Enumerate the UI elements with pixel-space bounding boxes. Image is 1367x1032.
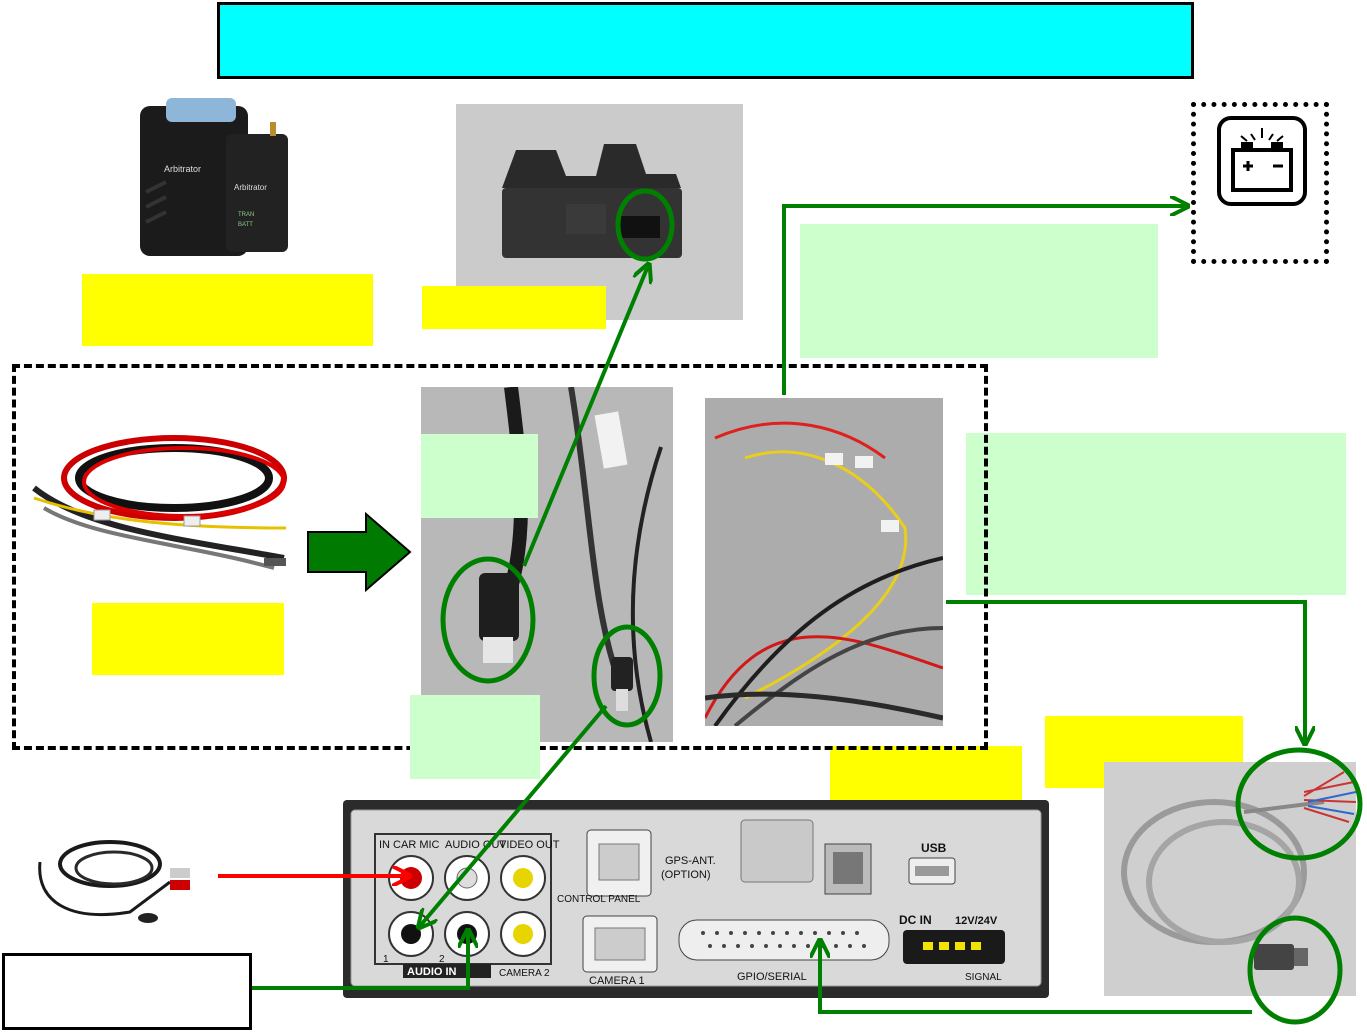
serial-cable-photo [1104, 762, 1356, 996]
usb-label: USB [921, 841, 947, 855]
gpio-serial-label: GPIO/SERIAL [737, 971, 807, 983]
indicator-label-1: TRAN [238, 212, 254, 218]
audio-in-1-label: 1 [383, 954, 389, 965]
label-arbitrator [82, 274, 373, 346]
label-gpio-note [966, 433, 1346, 595]
video-out-label: VIDEO OUT [499, 839, 560, 851]
label-rj45-note [421, 434, 538, 518]
label-harness [92, 603, 284, 675]
brand-text: Arbitrator [164, 164, 201, 174]
voltage-label: 12V/24V [955, 915, 998, 927]
dock-photo [456, 104, 743, 320]
indicator-label-2: BATT [238, 222, 253, 228]
harness-arrow [306, 511, 412, 593]
label-power-note [800, 224, 1158, 358]
gpio-serial-port[interactable] [678, 919, 890, 961]
gps-option-label: (OPTION) [661, 869, 711, 881]
harness-coil-photo [24, 418, 300, 578]
dc-in-port[interactable] [903, 930, 1005, 964]
signal-label: SIGNAL [965, 972, 1002, 983]
power-wires-photo [705, 398, 943, 726]
title-banner [217, 2, 1194, 79]
battery-box [1191, 102, 1329, 264]
camera-1-label: CAMERA 1 [589, 975, 645, 987]
gps-ant-label: GPS-ANT. [665, 855, 716, 867]
mic-photo [30, 822, 196, 937]
label-bottom-left [2, 953, 252, 1030]
in-car-mic-label: IN CAR MIC [379, 839, 440, 851]
recorder-back-panel: IN CAR MIC AUDIO OUT VIDEO OUT 1 2 AUDIO… [343, 800, 1049, 998]
audio-in-2-label: 2 [439, 954, 445, 965]
arbitrator-device-photo: Arbitrator Arbitrator TRAN BATT [126, 92, 309, 270]
audio-out-label: AUDIO OUT [445, 839, 506, 851]
battery-icon [1217, 116, 1307, 206]
brand-text-2: Arbitrator [234, 183, 267, 192]
dc-in-label: DC IN [899, 913, 932, 927]
control-panel-label: CONTROL PANEL [557, 894, 641, 905]
label-dock [422, 286, 606, 329]
label-audio-note [410, 695, 540, 779]
audio-in-label: AUDIO IN [407, 966, 457, 978]
camera-2-label: CAMERA 2 [499, 968, 550, 979]
